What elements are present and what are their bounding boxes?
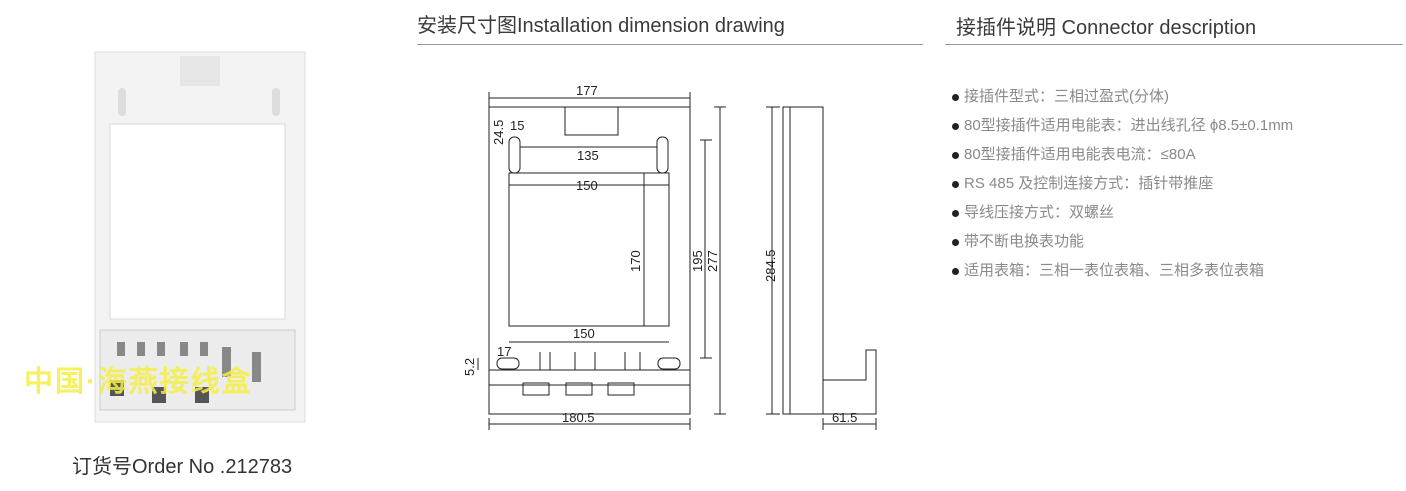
bullet-icon bbox=[952, 209, 959, 217]
order-number-caption: 订货号Order No .212783 bbox=[72, 456, 293, 478]
dim-150-bottom: 150 bbox=[573, 326, 595, 341]
spec-item: 导线压接方式：双螺丝 bbox=[952, 202, 1293, 231]
spec-item: 接插件型式：三相过盈式(分体) bbox=[952, 86, 1293, 115]
connector-spec-list: 接插件型式：三相过盈式(分体) 80型接插件适用电能表：进出线孔径 ϕ8.5±0… bbox=[952, 86, 1293, 289]
bullet-icon bbox=[952, 93, 959, 101]
spec-item: 80型接插件适用电能表电流：≤80A bbox=[952, 144, 1293, 173]
dim-15: 15 bbox=[510, 118, 524, 133]
dim-135: 135 bbox=[577, 148, 599, 163]
dim-5-2: 5.2 bbox=[462, 358, 477, 376]
dim-61-5: 61.5 bbox=[832, 410, 857, 425]
bullet-icon bbox=[952, 267, 959, 275]
dim-195: 195 bbox=[690, 250, 705, 272]
bullet-icon bbox=[952, 180, 959, 188]
watermark: 中国·海燕接线盒 bbox=[24, 366, 253, 398]
dim-24-5: 24.5 bbox=[491, 120, 506, 145]
connector-heading: 接插件说明 Connector description bbox=[956, 17, 1257, 39]
dim-177: 177 bbox=[576, 83, 598, 98]
spec-item: 适用表箱：三相一表位表箱、三相多表位表箱 bbox=[952, 260, 1293, 289]
dim-277: 277 bbox=[705, 250, 720, 272]
spec-item: 带不断电换表功能 bbox=[952, 231, 1293, 260]
installation-divider bbox=[417, 44, 923, 45]
spec-item: 80型接插件适用电能表：进出线孔径 ϕ8.5±0.1mm bbox=[952, 115, 1293, 144]
dim-180-5: 180.5 bbox=[562, 410, 595, 425]
bullet-icon bbox=[952, 122, 959, 130]
dim-170: 170 bbox=[628, 250, 643, 272]
dim-17: 17 bbox=[497, 344, 511, 359]
bullet-icon bbox=[952, 151, 959, 159]
bullet-icon bbox=[952, 238, 959, 246]
installation-heading: 安装尺寸图Installation dimension drawing bbox=[417, 15, 785, 37]
connector-divider bbox=[945, 44, 1403, 45]
dim-284-5: 284.5 bbox=[763, 249, 778, 282]
dim-150-top: 150 bbox=[576, 178, 598, 193]
spec-item: RS 485 及控制连接方式：插针带推座 bbox=[952, 173, 1293, 202]
